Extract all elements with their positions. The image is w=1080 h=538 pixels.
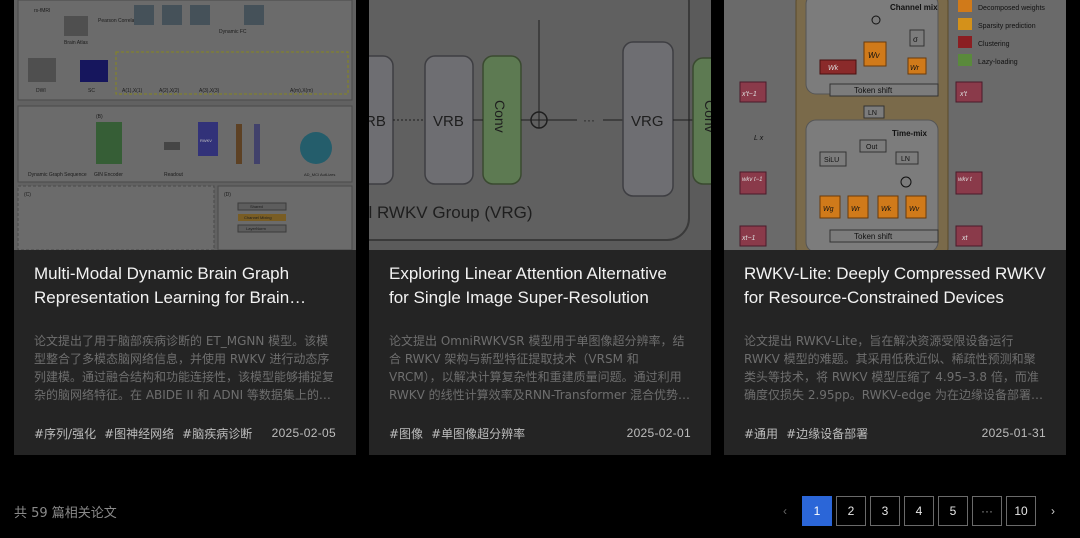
math-label: x′t xyxy=(959,91,968,98)
tag[interactable]: #通用 xyxy=(744,426,779,441)
math-label: xt−1 xyxy=(741,235,756,242)
prev-page-button[interactable]: ‹ xyxy=(772,496,798,526)
figure-label: A(m),X(m) xyxy=(290,88,313,94)
figure-label: VRB xyxy=(433,113,464,130)
tag-list: #图像 #单图像超分辨率 xyxy=(389,425,525,442)
paper-figure[interactable]: RB VRB Conv ··· VRG Conv a xyxy=(369,0,711,250)
figure-label: LN xyxy=(901,156,910,163)
legend-label: Clustering xyxy=(978,41,1010,48)
paper-card[interactable]: rs-fMRI Brain Atlas Pearson Correlation … xyxy=(14,0,356,455)
figure-label: RB xyxy=(369,113,386,130)
paper-grid: rs-fMRI Brain Atlas Pearson Correlation … xyxy=(14,0,1066,455)
page-button-4[interactable]: 4 xyxy=(904,496,934,526)
paper-figure[interactable]: rs-fMRI Brain Atlas Pearson Correlation … xyxy=(14,0,356,250)
legend-label: Decomposed weights xyxy=(978,5,1045,12)
legend-label: Lazy-loading xyxy=(978,59,1018,66)
paper-card[interactable]: Channel mix Wv Wk σ Wr Token shift x′t−1… xyxy=(724,0,1066,455)
figure-label: Readout xyxy=(164,172,184,178)
figure-label: Channel Mixing xyxy=(244,215,272,220)
math-label: Wv xyxy=(909,206,920,213)
figure-label: ··· xyxy=(583,113,595,127)
math-label: xt xyxy=(961,235,969,242)
card-footer: #序列/强化 #图神经网络 #脑疾病诊断 2025-02-05 xyxy=(34,424,336,442)
math-label: wkv t xyxy=(958,177,972,183)
figure-label: VRG xyxy=(631,113,664,130)
math-label: Wk xyxy=(828,65,839,72)
figure-label: (B) xyxy=(96,114,103,120)
tag[interactable]: #单图像超分辨率 xyxy=(431,426,526,441)
figure-label: A(2),X(2) xyxy=(159,88,180,94)
pagination: ‹ 1 2 3 4 5 ··· 10 › xyxy=(772,496,1066,526)
tag[interactable]: #边缘设备部署 xyxy=(786,426,869,441)
figure-label: σ xyxy=(913,35,918,44)
paper-figure[interactable]: Channel mix Wv Wk σ Wr Token shift x′t−1… xyxy=(724,0,1066,250)
figure-label: Brain Atlas xyxy=(64,40,88,46)
paper-title[interactable]: Exploring Linear Attention Alternative f… xyxy=(389,264,667,307)
paper-date: 2025-01-31 xyxy=(981,426,1046,440)
figure-label: SC xyxy=(88,88,95,94)
figure-label: Time-mix xyxy=(892,129,928,138)
tag-list: #序列/强化 #图神经网络 #脑疾病诊断 xyxy=(34,425,252,442)
card-footer: #图像 #单图像超分辨率 2025-02-01 xyxy=(389,424,691,442)
tag[interactable]: #脑疾病诊断 xyxy=(182,426,253,441)
figure-label: LayerNorm xyxy=(246,226,266,231)
page-button-10[interactable]: 10 xyxy=(1006,496,1036,526)
paper-title[interactable]: Multi-Modal Dynamic Brain Graph Represen… xyxy=(34,264,290,307)
figure-label: Shared xyxy=(250,204,263,209)
page-button-3[interactable]: 3 xyxy=(870,496,900,526)
math-label: Wv xyxy=(868,51,881,60)
figure-label: GIN Encoder xyxy=(94,172,123,178)
page-button-1[interactable]: 1 xyxy=(802,496,832,526)
figure-label: Conv xyxy=(492,100,508,133)
paper-title[interactable]: RWKV-Lite: Deeply Compressed RWKV for Re… xyxy=(744,264,1046,307)
figure-label: L x xyxy=(754,135,764,142)
page-button-5[interactable]: 5 xyxy=(938,496,968,526)
figure-label: AD_MCI AutLizes xyxy=(304,172,335,177)
figure-label: A(3),X(3) xyxy=(199,88,220,94)
figure-label: rs-fMRI xyxy=(34,8,50,14)
math-label: Wg xyxy=(823,206,834,213)
figure-label: Token shift xyxy=(854,232,893,241)
figure-label: Dynamic Graph Sequence xyxy=(28,172,87,178)
math-label: Wr xyxy=(910,65,920,72)
page-ellipsis[interactable]: ··· xyxy=(972,496,1002,526)
figure-label: A(1),X(1) xyxy=(122,88,143,94)
figure-label: Pearson Correlation xyxy=(98,18,143,24)
page-button-2[interactable]: 2 xyxy=(836,496,866,526)
figure-label: al RWKV Group (VRG) xyxy=(369,203,533,222)
paper-card[interactable]: RB VRB Conv ··· VRG Conv a xyxy=(369,0,711,455)
figure-label: Dynamic FC xyxy=(219,29,247,35)
figure-label: LN xyxy=(868,110,877,117)
figure-label: (D) xyxy=(224,192,231,198)
paper-date: 2025-02-01 xyxy=(626,426,691,440)
math-label: Wk xyxy=(881,206,892,213)
math-label: Wr xyxy=(851,206,861,213)
tag-list: #通用 #边缘设备部署 xyxy=(744,425,868,442)
figure-label: Out xyxy=(866,144,877,151)
figure-label: (C) xyxy=(24,192,31,198)
figure-label: Channel mix xyxy=(890,3,938,12)
figure-label: DWI xyxy=(36,88,46,94)
figure-label: RWKV xyxy=(200,138,212,143)
card-footer: #通用 #边缘设备部署 2025-01-31 xyxy=(744,424,1046,442)
tag[interactable]: #图神经网络 xyxy=(104,426,175,441)
figure-label: SiLU xyxy=(824,157,839,164)
paper-abstract: 论文提出 OmniRWKVSR 模型用于单图像超分辨率，结合 RWKV 架构与新… xyxy=(389,334,690,402)
math-label: x′t−1 xyxy=(741,91,757,98)
legend-label: Sparsity prediction xyxy=(978,23,1036,30)
math-label: wkv t−1 xyxy=(742,177,763,183)
paper-abstract: 论文提出 RWKV-Lite，旨在解决资源受限设备运行 RWKV 模型的难题。其… xyxy=(744,334,1039,402)
figure-label: Token shift xyxy=(854,86,893,95)
next-page-button[interactable]: › xyxy=(1040,496,1066,526)
tag[interactable]: #图像 xyxy=(389,426,424,441)
tag[interactable]: #序列/强化 xyxy=(34,426,97,441)
total-count: 共 59 篇相关论文 xyxy=(14,506,117,521)
figure-label: Conv xyxy=(702,100,711,133)
paper-abstract: 论文提出了用于脑部疾病诊断的 ET_MGNN 模型。该模型整合了多模态脑网络信息… xyxy=(34,334,335,402)
paper-date: 2025-02-05 xyxy=(271,426,336,440)
